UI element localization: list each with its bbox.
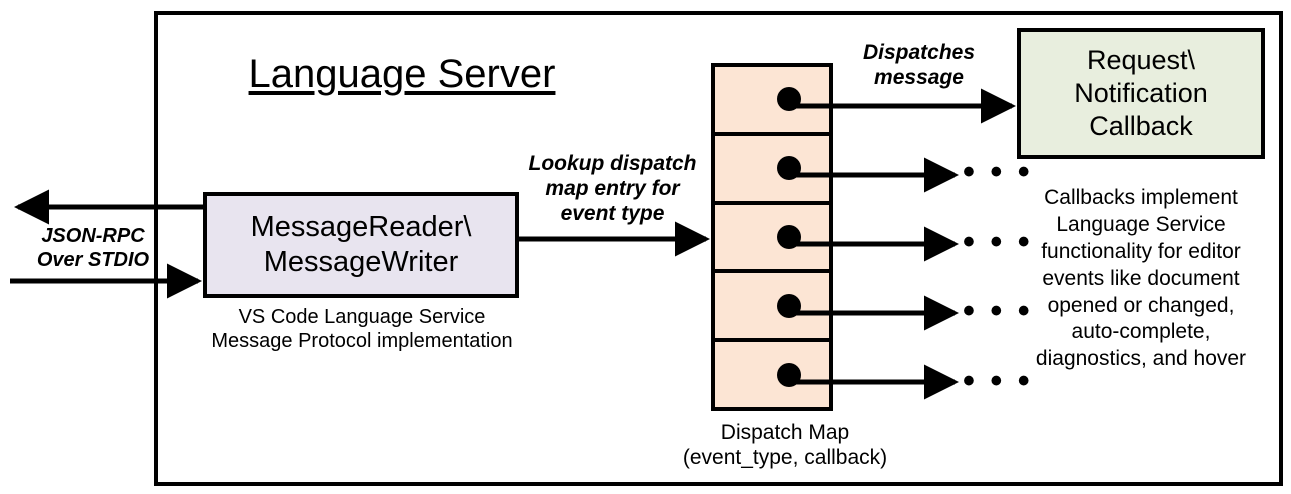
lookup-dispatch-edge-label: Lookup dispatch map entry for event type: [528, 152, 697, 225]
page-title: Language Server: [248, 52, 556, 96]
entry-dot-icon: [777, 87, 801, 112]
dispatch-map-caption: Dispatch Map (event_type, callback): [682, 421, 888, 469]
dispatch-map-table[interactable]: [711, 63, 833, 411]
table-row[interactable]: [715, 67, 829, 136]
entry-dot-icon: [777, 293, 801, 318]
message-reader-writer-caption: VS Code Language Service Message Protoco…: [211, 306, 513, 352]
table-row[interactable]: [715, 342, 829, 407]
ellipsis-1: • • •: [963, 153, 1033, 191]
table-row[interactable]: [715, 273, 829, 343]
callbacks-description-caption: Callbacks implement Language Service fun…: [1035, 186, 1247, 371]
table-row[interactable]: [715, 136, 829, 205]
json-rpc-channel-label: JSON-RPC Over STDIO: [36, 225, 150, 271]
dispatches-message-edge-label: Dispatches message: [862, 41, 976, 89]
message-reader-writer-box[interactable]: MessageReader\ MessageWriter: [203, 192, 519, 298]
entry-dot-icon: [777, 362, 801, 387]
request-notification-callback-box[interactable]: Request\ Notification Callback: [1017, 28, 1265, 159]
table-row[interactable]: [715, 205, 829, 274]
entry-dot-icon: [777, 156, 801, 181]
ellipsis-4: • • •: [963, 362, 1033, 400]
entry-dot-icon: [777, 224, 801, 249]
ellipsis-3: • • •: [963, 292, 1033, 330]
language-server-frame: [154, 11, 1283, 486]
ellipsis-2: • • •: [963, 223, 1033, 261]
